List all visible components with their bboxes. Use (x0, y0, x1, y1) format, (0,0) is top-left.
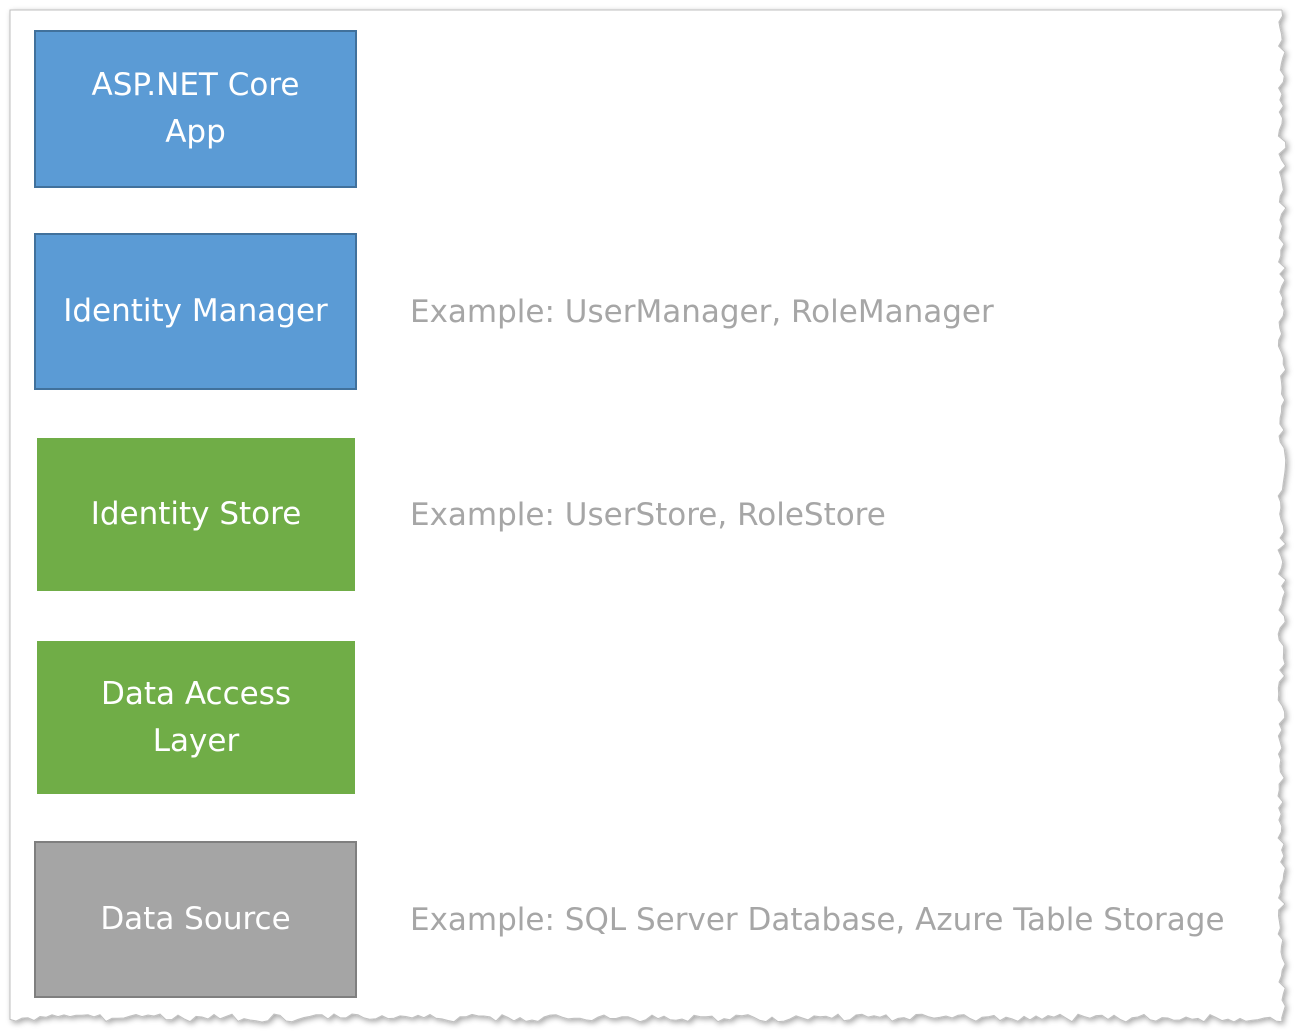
example-identity-store: Example: UserStore, RoleStore (410, 497, 886, 533)
layer-label-identity-store: Identity Store (90, 496, 302, 532)
layer-box-identity-manager: Identity Manager (34, 233, 357, 390)
layer-label-identity-manager: Identity Manager (63, 293, 328, 329)
example-data-source: Example: SQL Server Database, Azure Tabl… (410, 902, 1225, 938)
layer-box-data-access-layer: Data Access Layer (37, 641, 355, 794)
example-identity-manager: Example: UserManager, RoleManager (410, 294, 994, 330)
layer-box-identity-store: Identity Store (37, 438, 355, 591)
layer-box-data-source: Data Source (34, 841, 357, 998)
layer-label-data-access-layer: Data Access Layer (101, 675, 291, 759)
layer-label-aspnet-core-app: ASP.NET Core App (91, 67, 300, 150)
layer-box-aspnet-core-app: ASP.NET Core App (34, 30, 357, 188)
layer-label-data-source: Data Source (100, 901, 291, 937)
